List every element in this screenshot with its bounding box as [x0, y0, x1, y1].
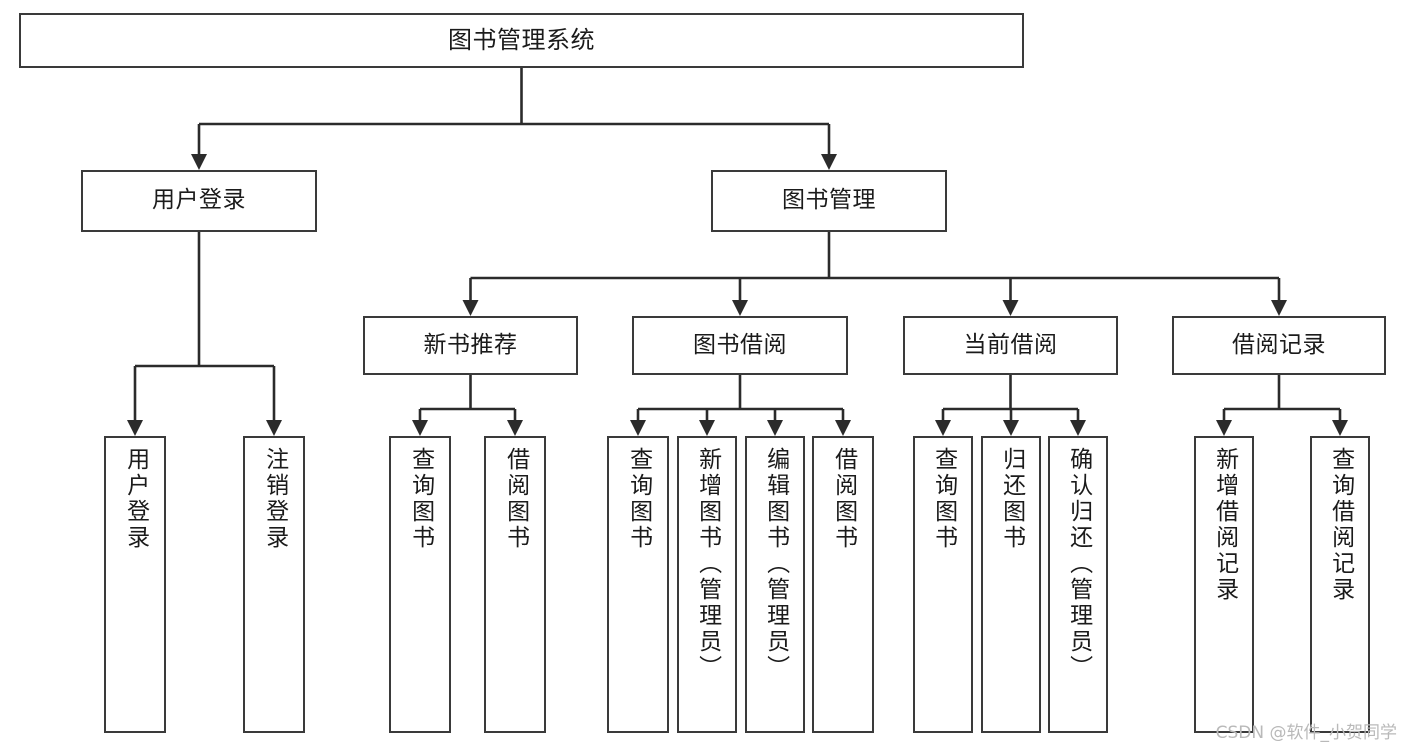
node-label: 借阅图书 — [502, 447, 529, 551]
watermark: CSDN @软件_小贺同学 — [1215, 723, 1397, 743]
node-leaf-query-book-1[interactable]: 查询图书 — [389, 436, 451, 733]
node-label: 图书管理 — [782, 187, 876, 214]
node-label: 用户登录 — [152, 187, 246, 214]
node-root[interactable]: 图书管理系统 — [19, 13, 1024, 68]
node-label: 图书管理系统 — [448, 26, 595, 55]
node-leaf-return-book[interactable]: 归还图书 — [981, 436, 1041, 733]
node-borrow-record[interactable]: 借阅记录 — [1172, 316, 1386, 375]
node-label: 借阅图书 — [830, 447, 857, 551]
node-leaf-query-book-3[interactable]: 查询图书 — [913, 436, 973, 733]
node-label: 编辑图书（管理员） — [762, 447, 789, 681]
node-label: 借阅记录 — [1232, 331, 1326, 358]
node-label: 新增借阅记录 — [1211, 447, 1238, 603]
node-label: 查询借阅记录 — [1327, 447, 1354, 603]
node-label: 注销登录 — [261, 447, 288, 551]
node-leaf-edit-book[interactable]: 编辑图书（管理员） — [745, 436, 805, 733]
edge-group-borrow-record — [1216, 375, 1348, 436]
edge-group-new-book-recommend — [412, 375, 523, 436]
node-book-manage[interactable]: 图书管理 — [711, 170, 947, 232]
node-leaf-query-book-2[interactable]: 查询图书 — [607, 436, 669, 733]
node-label: 查询图书 — [930, 447, 957, 551]
node-label: 图书借阅 — [693, 331, 787, 358]
edge-group-book-borrow — [630, 375, 851, 436]
edge-group-user-login — [127, 232, 282, 436]
node-current-borrow[interactable]: 当前借阅 — [903, 316, 1118, 375]
node-leaf-borrow-book-2[interactable]: 借阅图书 — [812, 436, 874, 733]
node-leaf-confirm-return[interactable]: 确认归还（管理员） — [1048, 436, 1108, 733]
node-leaf-query-record[interactable]: 查询借阅记录 — [1310, 436, 1370, 733]
node-leaf-add-record[interactable]: 新增借阅记录 — [1194, 436, 1254, 733]
node-leaf-user-login[interactable]: 用户登录 — [104, 436, 166, 733]
node-label: 新增图书（管理员） — [694, 447, 721, 681]
node-label: 确认归还（管理员） — [1065, 447, 1092, 681]
node-leaf-borrow-book-1[interactable]: 借阅图书 — [484, 436, 546, 733]
node-leaf-logout[interactable]: 注销登录 — [243, 436, 305, 733]
node-label: 当前借阅 — [963, 331, 1058, 358]
node-book-borrow[interactable]: 图书借阅 — [632, 316, 848, 375]
edge-group-book-manage — [462, 232, 1287, 316]
edge-group-root — [191, 68, 837, 170]
node-label: 归还图书 — [998, 447, 1025, 551]
node-label: 查询图书 — [407, 447, 434, 551]
node-label: 查询图书 — [625, 447, 652, 551]
node-leaf-add-book[interactable]: 新增图书（管理员） — [677, 436, 737, 733]
edge-group-current-borrow — [935, 375, 1086, 436]
node-label: 新书推荐 — [423, 331, 518, 358]
node-label: 用户登录 — [122, 447, 149, 551]
node-user-login[interactable]: 用户登录 — [81, 170, 317, 232]
node-new-book-recommend[interactable]: 新书推荐 — [363, 316, 578, 375]
